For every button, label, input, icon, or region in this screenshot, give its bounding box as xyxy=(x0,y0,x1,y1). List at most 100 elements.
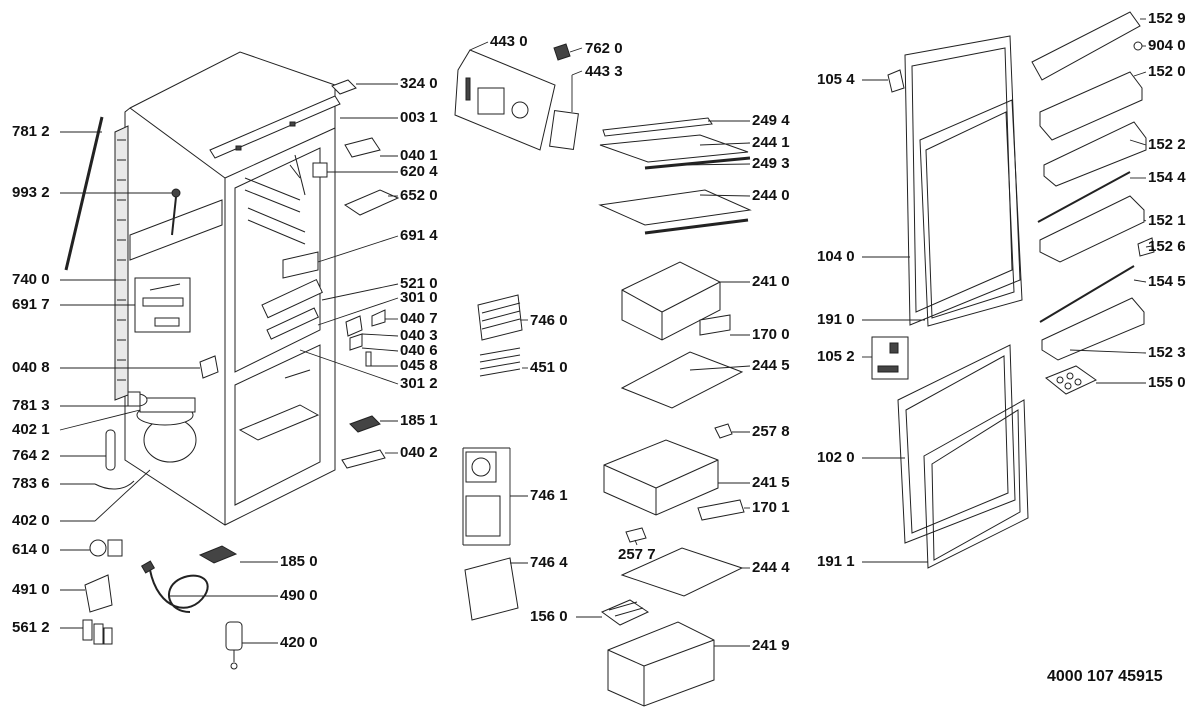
glass-244-5 xyxy=(620,351,744,409)
knob-904-0 xyxy=(1133,41,1143,51)
label-154-4: 154 4 xyxy=(1148,169,1186,186)
label-561-2: 561 2 xyxy=(12,619,50,636)
label-781-2: 781 2 xyxy=(12,123,50,140)
label-451-0: 451 0 xyxy=(530,359,568,376)
label-691-4: 691 4 xyxy=(400,227,438,244)
label-420-0: 420 0 xyxy=(280,634,318,651)
label-491-0: 491 0 xyxy=(12,581,50,598)
rail-154-4 xyxy=(1037,171,1131,223)
label-152-2: 152 2 xyxy=(1148,136,1186,153)
trim-249-4 xyxy=(602,117,713,137)
cord-490-0 xyxy=(140,560,209,613)
flap-170-1 xyxy=(697,499,745,521)
relay-614-0 xyxy=(89,539,123,557)
hinge-040-8 xyxy=(199,355,219,379)
label-993-2: 993 2 xyxy=(12,184,50,201)
shelf-244-0 xyxy=(598,189,752,226)
label-241-5: 241 5 xyxy=(752,474,790,491)
rail-257-8 xyxy=(714,423,733,439)
label-170-1: 170 1 xyxy=(752,499,790,516)
label-152-9: 152 9 xyxy=(1148,10,1186,27)
label-105-4: 105 4 xyxy=(817,71,855,88)
cabinet-003-1 xyxy=(124,51,341,526)
document-number: 4000 107 45915 xyxy=(1047,668,1163,685)
label-740-0: 740 0 xyxy=(12,271,50,288)
rail-154-5 xyxy=(1039,265,1135,323)
label-443-3: 443 3 xyxy=(585,63,623,80)
rail-257-7 xyxy=(625,527,647,543)
label-904-0: 904 0 xyxy=(1148,37,1186,54)
bracket-185-0 xyxy=(198,545,238,564)
shelf-152-3 xyxy=(1041,297,1145,361)
label-764-2: 764 2 xyxy=(12,447,50,464)
cup-781-3 xyxy=(127,391,141,407)
kit-691-7 xyxy=(134,277,191,333)
plate-185-1 xyxy=(349,415,381,433)
pin-045-8 xyxy=(365,351,372,367)
cover-746-4 xyxy=(464,557,519,621)
bracket-040-1 xyxy=(344,137,381,158)
label-191-1: 191 1 xyxy=(817,553,855,570)
compressor-402-1 xyxy=(128,393,197,463)
flap-170-0 xyxy=(699,314,731,336)
part-040-3 xyxy=(345,315,363,337)
label-257-7: 257 7 xyxy=(618,546,656,563)
label-402-1: 402 1 xyxy=(12,421,50,438)
label-170-0: 170 0 xyxy=(752,326,790,343)
label-691-7: 691 7 xyxy=(12,296,50,313)
label-244-0: 244 0 xyxy=(752,187,790,204)
heater-451-0 xyxy=(479,347,521,377)
evaporator-746-0 xyxy=(477,294,523,341)
shelf-244-1 xyxy=(599,134,749,163)
label-783-6: 783 6 xyxy=(12,475,50,492)
label-244-4: 244 4 xyxy=(752,559,790,576)
hinge-324-0 xyxy=(331,79,357,95)
egg-tray-155-0 xyxy=(1045,365,1097,395)
label-040-2: 040 2 xyxy=(400,444,438,461)
insulation-740-0 xyxy=(114,125,129,401)
label-244-1: 244 1 xyxy=(752,134,790,151)
crisper-241-5 xyxy=(603,439,719,516)
label-244-5: 244 5 xyxy=(752,357,790,374)
rod-781-2 xyxy=(64,116,104,271)
filter-764-2 xyxy=(105,429,116,471)
drawer-241-9 xyxy=(607,621,715,707)
label-257-8: 257 8 xyxy=(752,423,790,440)
lamp-620-4 xyxy=(312,162,328,178)
label-040-3: 040 3 xyxy=(400,327,438,344)
part-040-6 xyxy=(349,333,363,351)
ice-tray-156-0 xyxy=(600,599,650,626)
label-040-6: 040 6 xyxy=(400,342,438,359)
label-301-2: 301 2 xyxy=(400,375,438,392)
cover-443-3 xyxy=(549,109,579,151)
label-185-1: 185 1 xyxy=(400,412,438,429)
label-620-4: 620 4 xyxy=(400,163,438,180)
label-191-0: 191 0 xyxy=(817,311,855,328)
knob-762-0 xyxy=(553,43,571,61)
label-746-4: 746 4 xyxy=(530,554,568,571)
label-746-1: 746 1 xyxy=(530,487,568,504)
label-241-9: 241 9 xyxy=(752,637,790,654)
label-241-0: 241 0 xyxy=(752,273,790,290)
capacitor-420-0 xyxy=(225,621,243,670)
shelf-152-0 xyxy=(1039,71,1143,141)
hinge-040-7 xyxy=(371,309,386,327)
probe-993-2 xyxy=(171,188,181,236)
label-156-0: 156 0 xyxy=(530,608,568,625)
trim-249-3 xyxy=(644,156,751,170)
thermostat-443-0 xyxy=(454,49,556,151)
label-301-0: 301 0 xyxy=(400,289,438,306)
shelf-152-2 xyxy=(1043,121,1147,187)
label-614-0: 614 0 xyxy=(12,541,50,558)
leader-lines xyxy=(59,18,1153,647)
hinge-105-2 xyxy=(871,336,909,380)
label-185-0: 185 0 xyxy=(280,553,318,570)
tube-783-6 xyxy=(94,480,135,490)
cover-491-0 xyxy=(84,574,113,613)
label-152-6: 152 6 xyxy=(1148,238,1186,255)
label-105-2: 105 2 xyxy=(817,348,855,365)
label-045-8: 045 8 xyxy=(400,357,438,374)
gasket-191-1 xyxy=(923,399,1029,569)
